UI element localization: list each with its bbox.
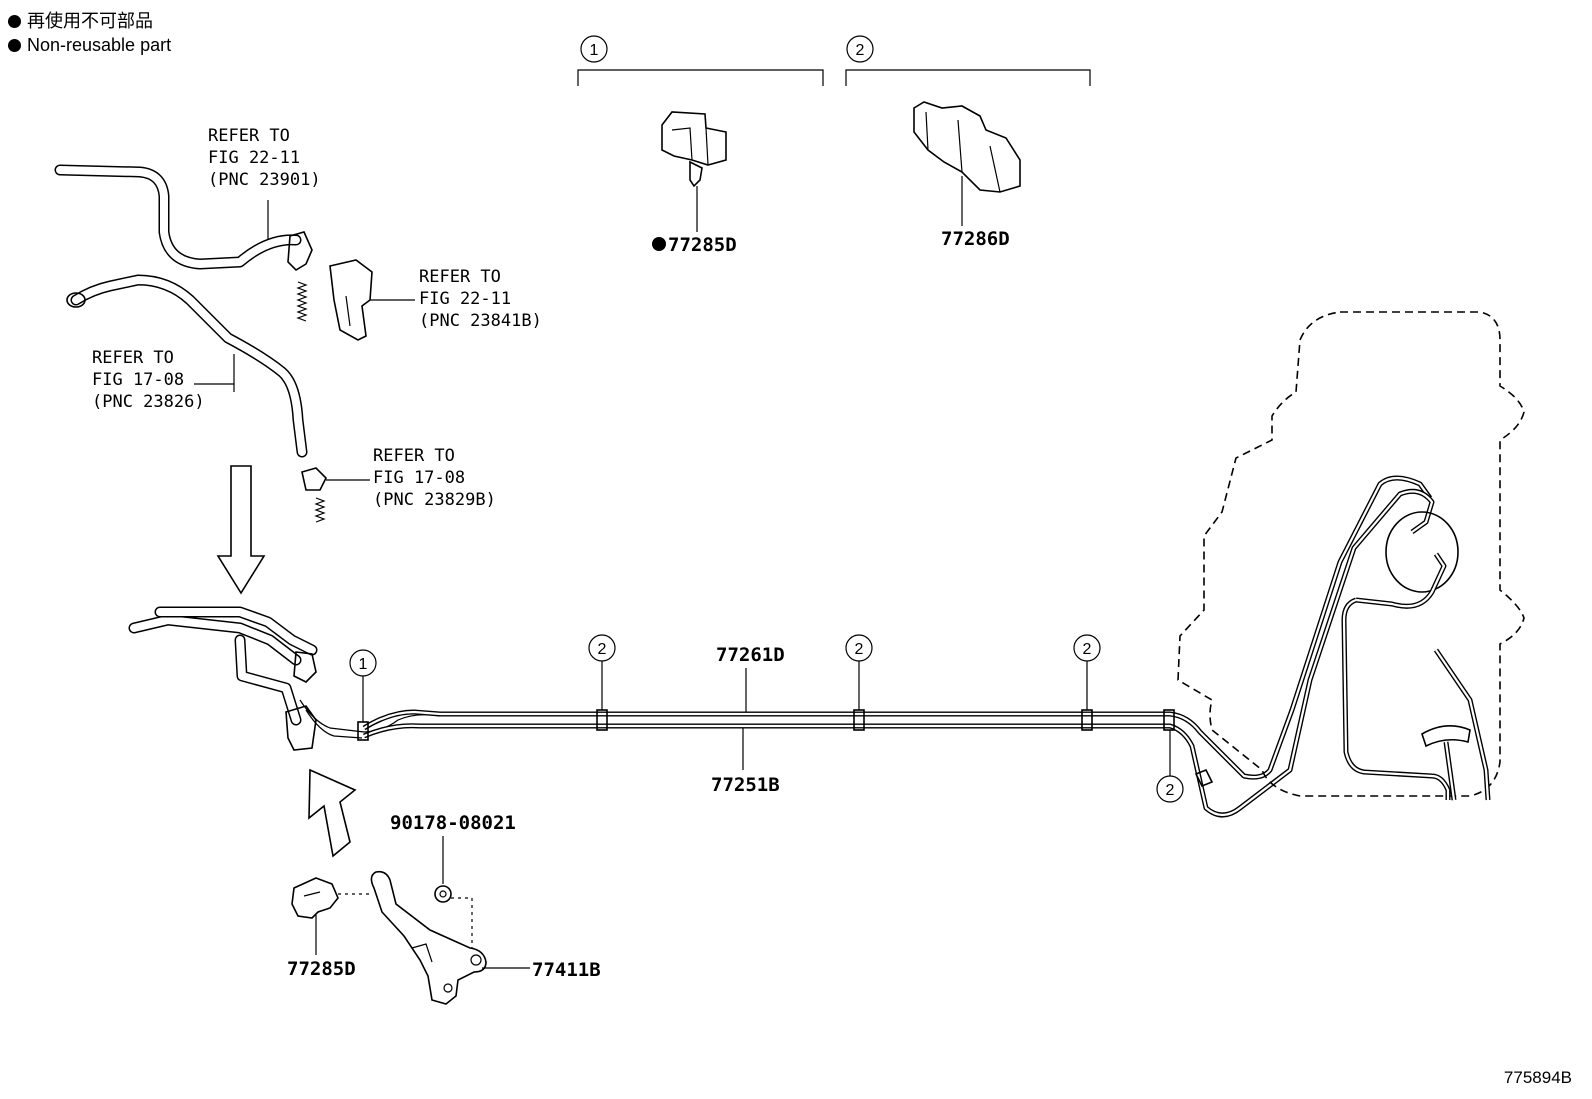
svg-text:REFER TO: REFER TO <box>419 267 501 287</box>
fuel-tank-icon <box>1177 311 1525 801</box>
callout-clamp-2: 2 <box>1073 634 1101 710</box>
bracket-clamp-77285d-icon <box>291 877 339 955</box>
svg-text:FIG 17-08: FIG 17-08 <box>373 468 465 488</box>
callout-clamp-2: 2 <box>588 634 616 710</box>
hose-fitting-icon <box>301 467 370 523</box>
lower-tube-label: 77251B <box>711 774 780 796</box>
svg-text:2: 2 <box>855 641 864 658</box>
upper-tube-label: 77261D <box>716 644 785 666</box>
clip-group-1: 1 <box>577 35 824 86</box>
clip-77286d-label: 77286D <box>941 228 1010 250</box>
clip-group-1-number: 1 <box>590 42 599 59</box>
legend-english: Non-reusable part <box>8 34 171 56</box>
svg-text:(PNC 23901): (PNC 23901) <box>208 170 321 190</box>
arrow-up-right-icon <box>308 768 357 858</box>
arrow-down-icon <box>216 465 266 595</box>
reference-1: REFER TO FIG 22-11 (PNC 23901) <box>208 126 321 190</box>
tube-connector-icon <box>1194 768 1214 788</box>
svg-text:2: 2 <box>598 641 607 658</box>
clip-77285d-icon <box>661 111 727 232</box>
reference-2: REFER TO FIG 22-11 (PNC 23841B) <box>419 267 542 331</box>
svg-text:(PNC 23826): (PNC 23826) <box>92 392 205 412</box>
svg-text:FIG 22-11: FIG 22-11 <box>208 148 300 168</box>
clamp-2-marker <box>1163 709 1175 731</box>
main-tube-upper-icon <box>362 475 1433 780</box>
svg-text:REFER TO: REFER TO <box>208 126 290 146</box>
callout-clamp-2: 2 <box>1156 730 1184 803</box>
vapor-hose-lower-icon <box>66 274 308 458</box>
bracket-77411b-icon <box>370 870 530 1005</box>
svg-text:FIG 17-08: FIG 17-08 <box>92 370 184 390</box>
non-reusable-dot-icon <box>8 39 21 52</box>
legend-english-text: Non-reusable part <box>27 35 172 55</box>
legend-japanese: 再使用不可部品 <box>8 10 153 32</box>
svg-text:REFER TO: REFER TO <box>373 446 455 466</box>
clip-group-2-number: 2 <box>856 42 865 59</box>
bolt-90178-icon <box>434 836 473 948</box>
vapor-hose-assembly-icon <box>128 606 441 751</box>
spring-icon <box>296 281 308 322</box>
svg-text:(PNC 23841B): (PNC 23841B) <box>419 311 542 331</box>
svg-text:1: 1 <box>359 656 368 673</box>
legend-japanese-text: 再使用不可部品 <box>27 11 153 31</box>
svg-text:2: 2 <box>1166 782 1175 799</box>
clip-77286d-icon <box>913 101 1021 226</box>
callout-clamp-1: 1 <box>349 649 377 722</box>
bracket-label: 77411B <box>532 959 601 981</box>
svg-text:2: 2 <box>1083 641 1092 658</box>
figure-id: 775894B <box>1504 1068 1572 1087</box>
vapor-hose-upper-icon <box>54 164 313 272</box>
main-tube-lower-icon <box>363 488 1435 818</box>
clip-group-2: 2 <box>845 35 1091 86</box>
reference-4: REFER TO FIG 17-08 (PNC 23829B) <box>373 446 496 510</box>
non-reusable-dot-icon <box>652 237 666 251</box>
svg-text:FIG 22-11: FIG 22-11 <box>419 289 511 309</box>
reference-3: REFER TO FIG 17-08 (PNC 23826) <box>92 348 205 412</box>
hose-clamp-icon <box>329 259 415 341</box>
svg-text:REFER TO: REFER TO <box>92 348 174 368</box>
bolt-label: 90178-08021 <box>390 812 516 834</box>
non-reusable-dot-icon <box>8 15 21 28</box>
svg-text:(PNC 23829B): (PNC 23829B) <box>373 490 496 510</box>
clip-77285d-label: 77285D <box>668 234 737 256</box>
callout-clamp-2: 2 <box>845 634 873 710</box>
bracket-clamp-label: 77285D <box>287 958 356 980</box>
